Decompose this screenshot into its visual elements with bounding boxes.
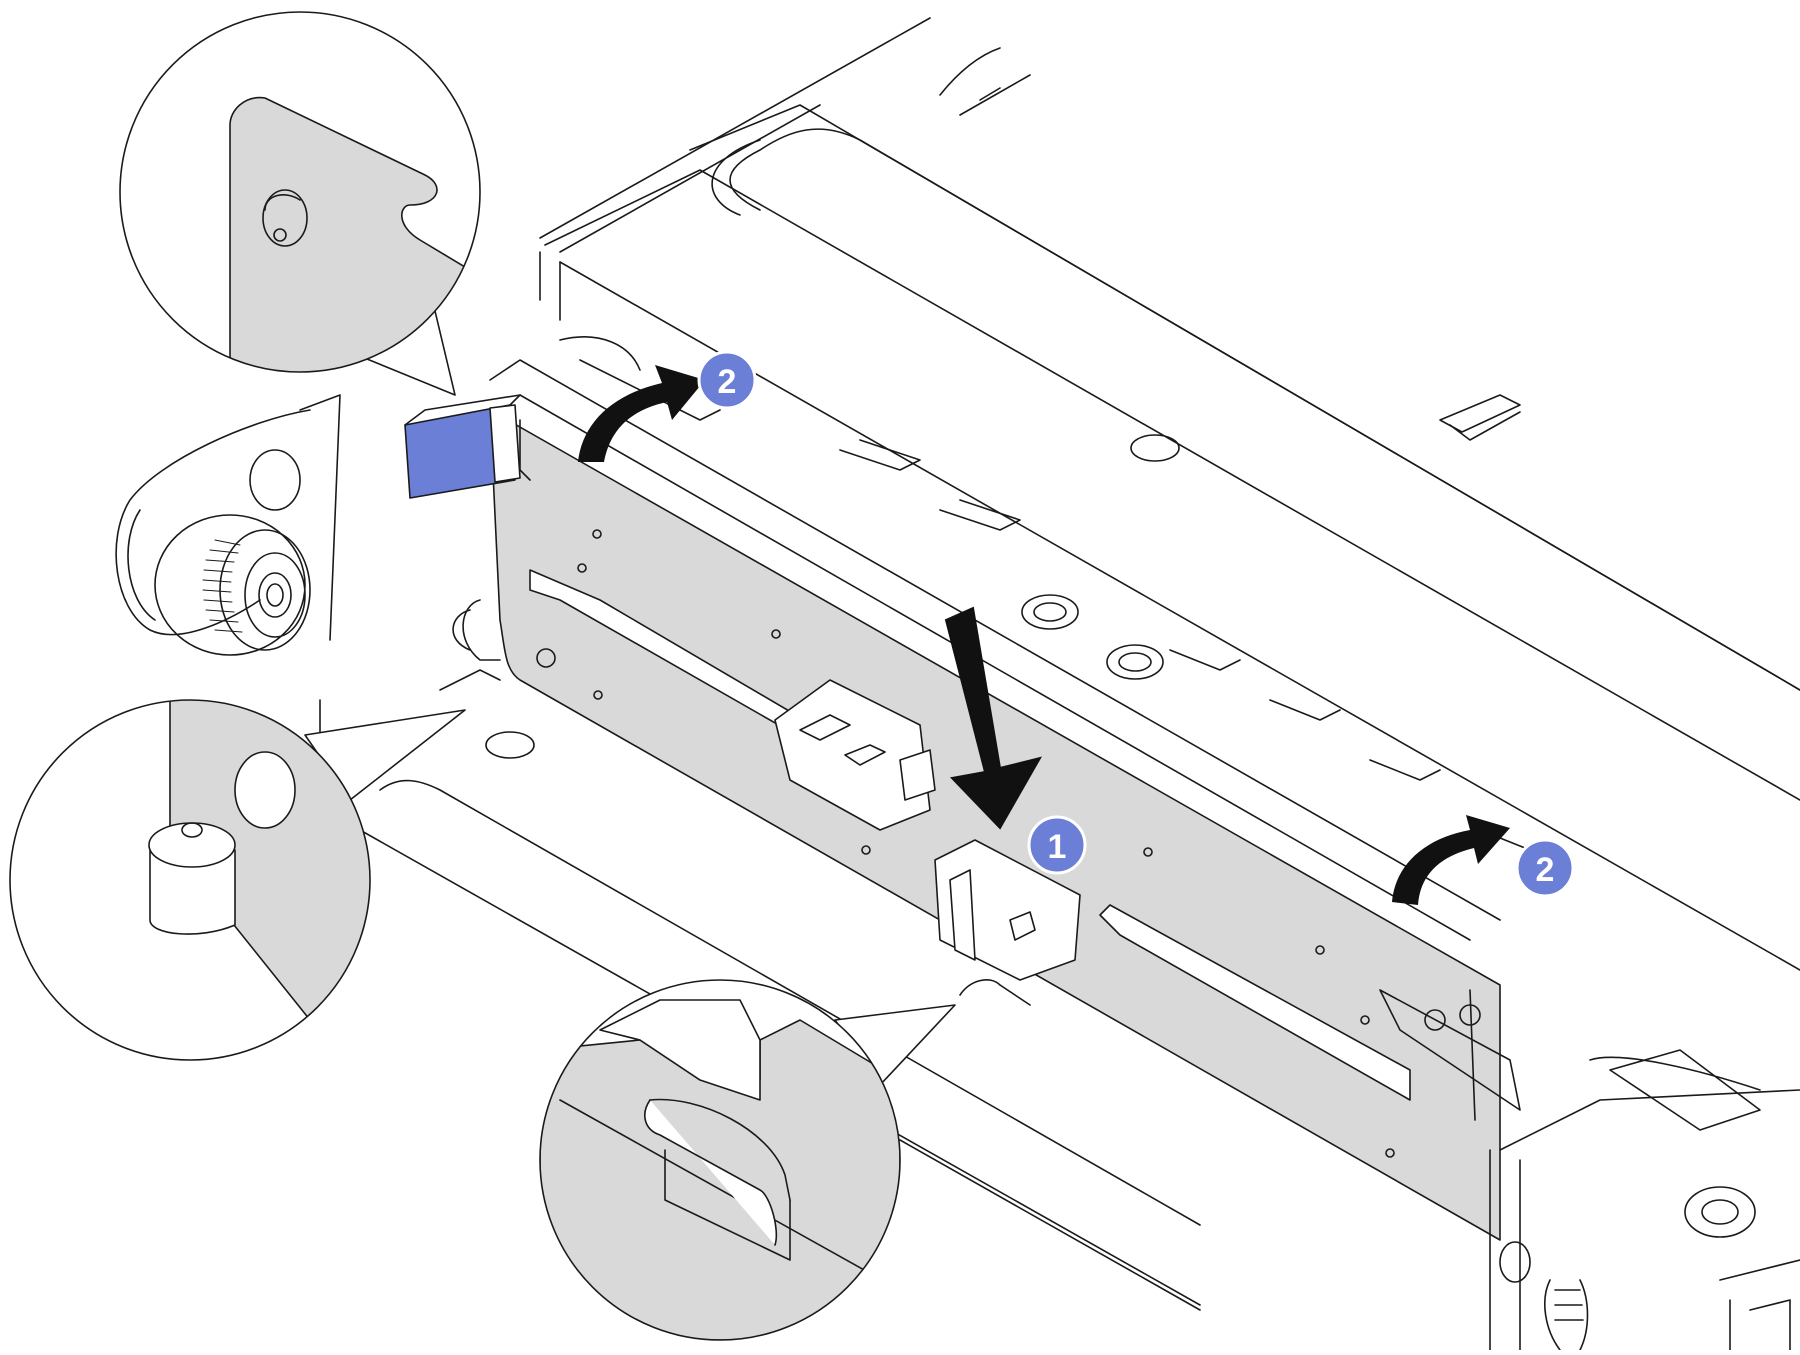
magnifier-hook-detail <box>539 979 956 1341</box>
magnifier-latch-detail <box>119 11 481 396</box>
thumbscrew <box>154 514 311 656</box>
callout-step-2-right: 2 <box>1515 838 1575 898</box>
backplane-bracket <box>489 409 1521 1241</box>
callout-label: 1 <box>1048 828 1067 866</box>
magnifier-pin-detail <box>9 699 466 1061</box>
callout-label: 2 <box>718 363 737 401</box>
callout-step-1: 1 <box>1027 815 1087 875</box>
rotate-arrow-icon <box>578 365 705 462</box>
release-latch <box>404 394 521 499</box>
callout-label: 2 <box>1536 851 1555 889</box>
rotate-arrow-icon <box>1392 815 1510 905</box>
arrow-down-icon <box>944 606 1043 830</box>
chassis-outline <box>115 17 1800 1311</box>
callout-step-2-left: 2 <box>697 350 757 410</box>
right-drive-cage <box>1489 1049 1800 1351</box>
